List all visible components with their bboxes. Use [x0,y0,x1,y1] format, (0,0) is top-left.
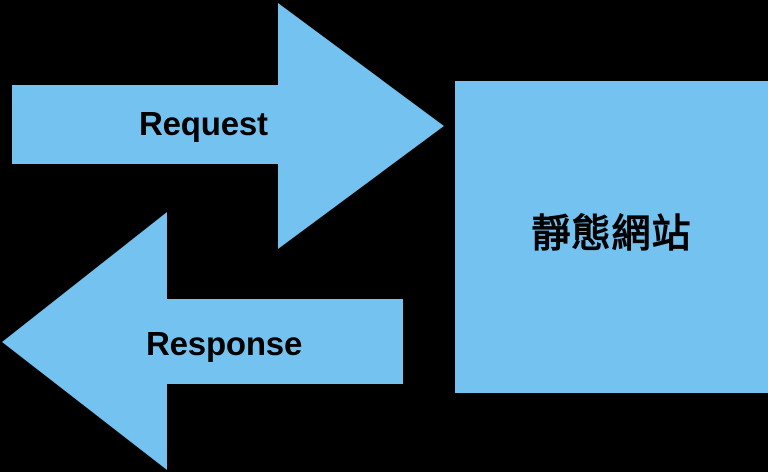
static-website-box[interactable] [455,81,768,393]
request-arrow-head [278,3,444,249]
response-arrow-shaft [167,299,403,384]
request-arrow[interactable] [12,3,444,249]
request-arrow-shaft [12,85,278,164]
response-arrow-head [2,212,167,470]
response-arrow[interactable] [2,212,403,470]
